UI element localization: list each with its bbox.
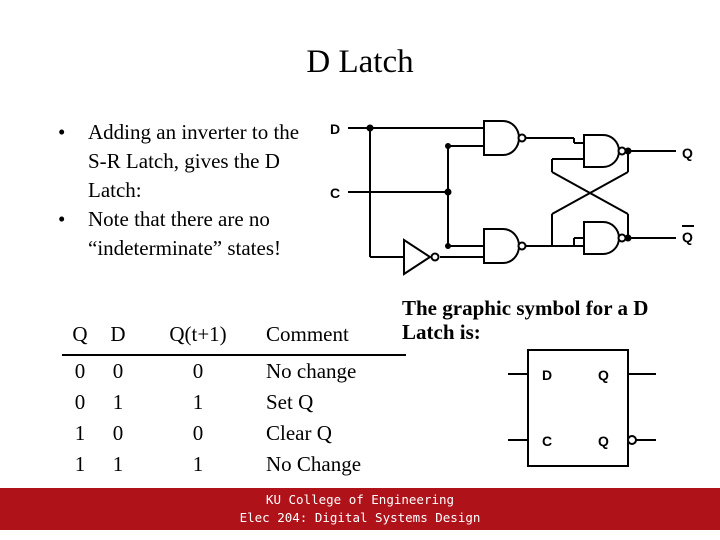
symbol-pin-d: D xyxy=(542,367,552,383)
junction-dot xyxy=(445,243,451,249)
label-output-q: Q xyxy=(682,145,693,161)
symbol-pin-c: C xyxy=(542,433,552,449)
bullet-list: • Adding an inverter to the S-R Latch, g… xyxy=(58,118,318,263)
nand-gate-4 xyxy=(583,221,620,255)
table-cell: 0 xyxy=(112,421,124,445)
inverter-gate xyxy=(403,238,432,276)
table-cell: 0 xyxy=(192,421,204,445)
table-header: Q(t+1) xyxy=(138,320,258,356)
table-cell: 1 xyxy=(74,452,86,476)
label-input-d: D xyxy=(330,121,340,137)
inversion-bubble xyxy=(430,252,440,262)
junction-dot xyxy=(366,124,374,132)
bullet-dot: • xyxy=(58,207,66,231)
footer-bar: KU College of Engineering Elec 204: Digi… xyxy=(0,488,720,530)
table-cell: 0 xyxy=(74,359,86,383)
table-cell: 1 xyxy=(112,452,124,476)
table-cell: Clear Q xyxy=(266,421,332,445)
footer-line-2: Elec 204: Digital Systems Design xyxy=(239,510,481,525)
bullet-text: Note that there are no “indeterminate” s… xyxy=(88,207,281,260)
table-cell: 0 xyxy=(112,359,124,383)
table-row: 0 1 1 Set Q xyxy=(62,387,406,418)
label-output-q-bar: Q xyxy=(682,229,693,245)
table-cell: No change xyxy=(266,359,357,383)
table-cell: 0 xyxy=(74,390,86,414)
table-cell: 0 xyxy=(192,359,204,383)
table-row: 1 0 0 Clear Q xyxy=(62,418,406,449)
symbol-caption: The graphic symbol for a D Latch is: xyxy=(402,296,649,344)
table-cell: 1 xyxy=(192,452,204,476)
nand-gate-3 xyxy=(583,134,620,168)
bullet-item: • Note that there are no “indeterminate”… xyxy=(58,205,318,263)
footer-line-1: KU College of Engineering xyxy=(265,492,455,507)
table-cell: 1 xyxy=(74,421,86,445)
inversion-bubble xyxy=(617,233,627,243)
table-cell: Set Q xyxy=(266,390,314,414)
table-cell: No Change xyxy=(266,452,362,476)
symbol-pin-q-bar: Q xyxy=(598,433,609,449)
table-row: 0 0 0 No change xyxy=(62,355,406,387)
junction-dot xyxy=(444,188,452,196)
nand-gate-1 xyxy=(483,120,520,156)
bullet-text: Adding an inverter to the S-R Latch, giv… xyxy=(88,120,300,202)
wire-cross-2 xyxy=(551,171,629,215)
truth-table: Q D Q(t+1) Comment 0 0 0 No change 0 1 1… xyxy=(62,320,406,480)
table-row: 1 1 1 No Change xyxy=(62,449,406,480)
bullet-dot: • xyxy=(58,120,66,144)
slide-title: D Latch xyxy=(306,44,414,80)
junction-dot xyxy=(445,143,451,149)
inversion-bubble xyxy=(617,146,627,156)
junction-dot xyxy=(624,147,632,155)
inversion-bubble xyxy=(517,133,527,143)
table-header: Q xyxy=(62,320,98,356)
table-cell: 1 xyxy=(192,390,204,414)
table-header: D xyxy=(98,320,138,356)
junction-dot xyxy=(624,234,632,242)
table-header: Comment xyxy=(258,320,406,356)
bullet-item: • Adding an inverter to the S-R Latch, g… xyxy=(58,118,318,205)
inversion-bubble xyxy=(517,241,527,251)
inversion-bubble xyxy=(627,435,637,445)
symbol-pin-q: Q xyxy=(598,367,609,383)
nand-gate-2 xyxy=(483,228,520,264)
table-cell: 1 xyxy=(112,390,124,414)
label-input-c: C xyxy=(330,185,340,201)
latch-symbol-box xyxy=(527,349,629,467)
